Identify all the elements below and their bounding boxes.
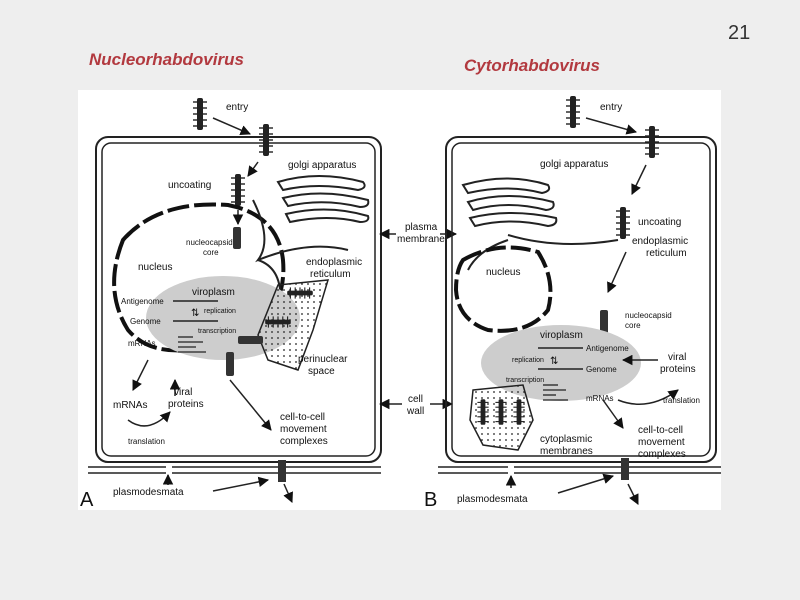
- title-nucleorhabdovirus: Nucleorhabdovirus: [89, 50, 244, 69]
- label-movement-1b: cell-to-cell: [638, 425, 683, 436]
- perinuclear-space-a: [257, 279, 330, 371]
- nucleocapsid-core-b: [600, 310, 608, 334]
- label-movement-3b: complexes: [638, 449, 686, 460]
- label-nucleocapsid-1: nucleocapsid: [186, 238, 233, 247]
- label-entry-b: entry: [600, 102, 622, 113]
- label-letter-a: A: [80, 489, 94, 510]
- panel-b: entry golgi apparatus uncoating endoplas…: [424, 95, 721, 511]
- label-viral-proteins-1b: viral: [668, 352, 686, 363]
- arrows-replication-b: ⇅: [550, 356, 558, 367]
- label-mrnas-inner-a: mRNAs: [128, 339, 156, 348]
- label-er-1b: endoplasmic: [632, 236, 688, 247]
- label-viral-proteins-2b: proteins: [660, 364, 696, 375]
- virus-replication-figure: entry uncoating golgi apparatus nucleus …: [78, 90, 721, 511]
- label-translation-a: translation: [128, 437, 165, 446]
- label-replication-b: replication: [512, 357, 544, 364]
- slide-number: 21: [728, 22, 751, 44]
- label-viral-proteins-2a: proteins: [168, 399, 204, 410]
- cell-wall-b: [445, 136, 717, 463]
- label-nucleocapsid-1b: nucleocapsid: [625, 311, 672, 320]
- virion-icon: [615, 206, 631, 240]
- label-movement-2b: movement: [638, 437, 685, 448]
- label-cyto-1: cytoplasmic: [540, 434, 592, 445]
- label-nucleocapsid-2: core: [203, 248, 219, 257]
- label-movement-2a: movement: [280, 424, 327, 435]
- label-viroplasm-b: viroplasm: [540, 330, 583, 341]
- label-genome-b: Genome: [586, 365, 617, 374]
- label-viroplasm-a: viroplasm: [192, 287, 235, 298]
- panel-a: entry uncoating golgi apparatus nucleus …: [80, 97, 382, 511]
- label-perinuclear-2: space: [308, 366, 335, 377]
- nucleocapsid-core-a: [233, 227, 241, 249]
- label-nucleus-a: nucleus: [138, 262, 172, 273]
- virion-icon: [258, 123, 274, 157]
- label-viral-proteins-1a: viral: [174, 387, 192, 398]
- label-nucleus-b: nucleus: [486, 267, 520, 278]
- golgi-apparatus-a: [276, 175, 370, 224]
- label-golgi: golgi apparatus: [288, 160, 356, 171]
- label-genome-a: Genome: [130, 317, 161, 326]
- label-translation-b: translation: [663, 396, 700, 405]
- center-labels: plasma membrane cell wall: [378, 222, 458, 417]
- nucleus-b: [453, 245, 553, 333]
- plasmodesma-gap-a: [166, 464, 172, 476]
- label-antigenome-b: Antigenome: [586, 344, 629, 353]
- label-golgi-b: golgi apparatus: [540, 159, 608, 170]
- virion-icon: [192, 97, 208, 131]
- viroplasm-b: [481, 325, 641, 401]
- endoplasmic-reticulum-b: [467, 234, 619, 271]
- label-plasmodesmata-a: plasmodesmata: [113, 487, 184, 498]
- label-transcription-b: transcription: [506, 377, 544, 384]
- virion-icon: [565, 95, 581, 129]
- virion-icon: [230, 173, 246, 207]
- label-cell-wall-2: wall: [406, 406, 424, 417]
- label-plasma-1: plasma: [405, 222, 438, 233]
- label-nucleocapsid-2b: core: [625, 321, 641, 330]
- label-replication-a: replication: [204, 308, 236, 315]
- label-letter-b: B: [424, 489, 437, 510]
- label-movement-3a: complexes: [280, 436, 328, 447]
- label-mrnas-b: mRNAs: [586, 394, 614, 403]
- label-perinuclear-1: perinuclear: [298, 354, 348, 365]
- cell-wall-a: [95, 136, 382, 463]
- virion-icon: [644, 125, 660, 159]
- label-movement-1a: cell-to-cell: [280, 412, 325, 423]
- title-cytorhabdovirus: Cytorhabdovirus: [464, 56, 601, 75]
- label-mrnas-outer-a: mRNAs: [113, 400, 147, 411]
- label-entry: entry: [226, 102, 248, 113]
- label-plasmodesmata-b: plasmodesmata: [457, 494, 528, 505]
- label-uncoating-b: uncoating: [638, 217, 681, 228]
- plasmodesma-gap-b: [508, 464, 514, 476]
- label-cyto-2: membranes: [540, 446, 593, 457]
- label-plasma-2: membrane: [397, 234, 445, 245]
- arrows-replication-a: ⇅: [191, 308, 199, 319]
- golgi-apparatus-b: [461, 177, 558, 228]
- label-er-1: endoplasmic: [306, 257, 362, 268]
- label-er-2b: reticulum: [646, 248, 687, 259]
- label-cell-wall-1: cell: [408, 394, 423, 405]
- label-transcription-a: transcription: [198, 328, 236, 335]
- label-er-2: reticulum: [310, 269, 351, 280]
- label-antigenome-a: Antigenome: [121, 297, 164, 306]
- label-uncoating: uncoating: [168, 180, 211, 191]
